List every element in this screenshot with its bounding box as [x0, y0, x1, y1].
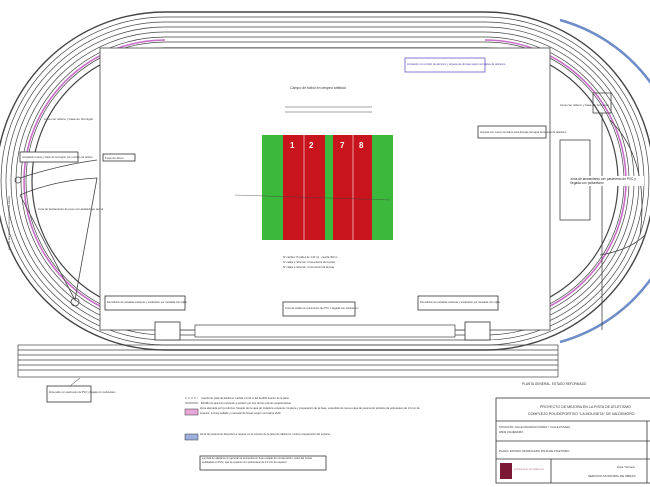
legend-pink-swatch: [184, 408, 199, 416]
label-zone-right: zona con relleno y base de hormigón: [560, 103, 610, 107]
label-jump-note: Arqueta con nuevo sumidero para drenaje …: [480, 130, 567, 134]
label-left-vertical: zona de lanzamiento con pavimento de cau…: [7, 195, 11, 250]
location-line: SITUACIÓN: CALLE FRANCISCO MORA Y CALLE …: [499, 424, 570, 429]
throw-area-right: [559, 92, 646, 330]
legend-pink-text: Zona afectada por la reforma: fresado de…: [200, 407, 420, 415]
legend: Cuerda de pista de atletismo medida a 0,…: [184, 396, 420, 471]
blue-zone-outline: [559, 18, 650, 344]
logo-text: Ayuntamiento de Valdemoro: [514, 468, 545, 471]
stand: [194, 324, 456, 338]
legend-note: La pista de atletismo en general se encu…: [202, 457, 312, 465]
label-zone-left: zona con relleno y base de hormigón: [44, 117, 94, 121]
label-top-right-note: Limitación con cordón de aluminio y arqu…: [407, 62, 506, 66]
plan-name: PLANO: ESTADO MODIFICADO PISTA DE ATLETI…: [499, 449, 570, 453]
legend-blue-swatch: [184, 433, 199, 441]
legend-line-item: Bordillo de aluminio existente a sustitu…: [201, 401, 292, 405]
legend-blue-text: Zona de pavimento deportivo a reparar en…: [200, 433, 331, 436]
department: Área Técnica: [617, 465, 635, 469]
label-center-bottom: zona de salida con pavimento de PVC y ll…: [285, 306, 359, 310]
label-pavement-right: zona de lanzamiento con pavimento de PVC…: [570, 176, 644, 186]
municipal-logo: [500, 463, 512, 479]
location-line: 28340 VALDEMORO: [499, 430, 523, 434]
label-drain-left: Demolición de canaleta existente y susti…: [107, 300, 187, 304]
center-note: Nº calles a reformar: zona exterior de l…: [283, 260, 335, 264]
lane-number: 2: [309, 141, 314, 150]
drain-right: [464, 321, 491, 341]
label-hoop-note: Ampliación hueco y base de hormigón con …: [22, 155, 93, 159]
sheet-caption: PLANTA GENERAL. ESTADO REFORMADO: [522, 382, 587, 386]
label-sector: zona de lanzamiento de peso con acabado …: [38, 207, 104, 211]
throw-sector-left: [14, 159, 98, 307]
field-title: Campo de fútbol en césped artificial: [290, 86, 346, 90]
center-note: Nº calles a reformar: zona interior de l…: [283, 265, 335, 269]
lane-number: 7: [340, 141, 345, 150]
turf-field: [234, 106, 393, 240]
legend-line-item: Cuerda de pista de atletismo medida a 0,…: [201, 396, 290, 400]
project-subtitle: COMPLEJO POLIDEPORTIVO "LA MOLINETA" DE …: [528, 412, 635, 416]
department-service: SERVICIO MUNICIPAL DE OBRAS: [588, 474, 635, 478]
lane-number: 8: [359, 141, 364, 150]
drain-left: [154, 321, 181, 341]
label-drain-right: Demolición de canaleta existente y susti…: [420, 300, 500, 304]
title-block: [495, 397, 650, 484]
label-discus: Foso de disco: [105, 156, 124, 160]
sprint-straight: [17, 344, 559, 378]
project-title: PROYECTO DE MEJORA EN LA PISTA DE ATLETI…: [540, 405, 631, 409]
label-straight: Zona salto con pavimento de PVC y llegad…: [49, 391, 116, 394]
lane-number: 1: [290, 141, 295, 150]
center-note: Nº carriles: 8 (calles de 1,22 m) · cuer…: [283, 255, 337, 259]
